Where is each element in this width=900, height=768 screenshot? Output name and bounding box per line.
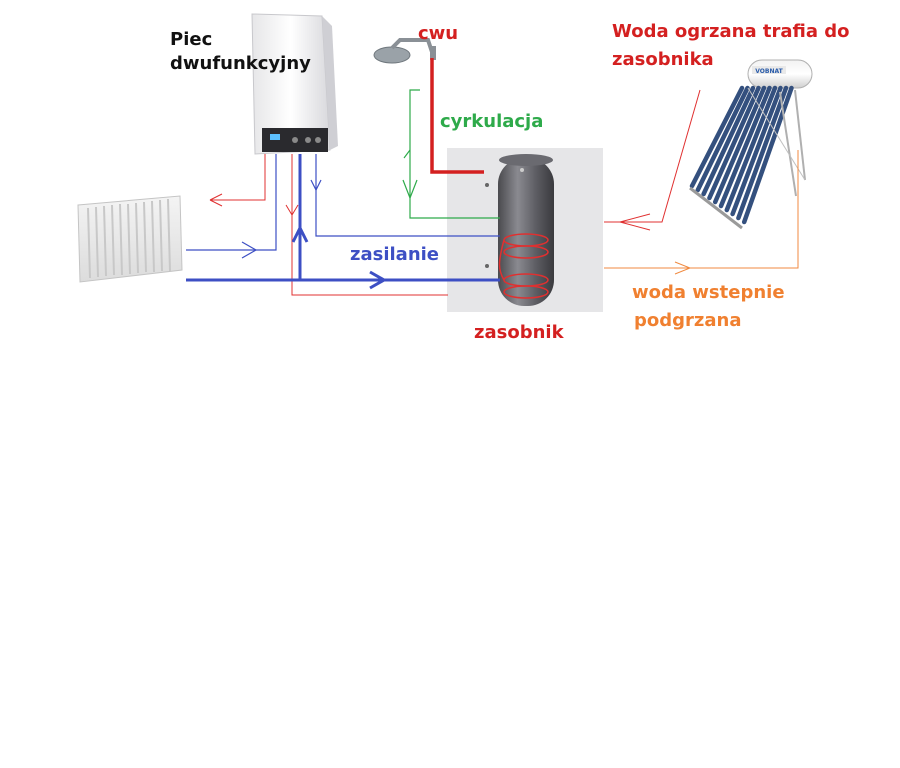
supply-label: zasilanie (350, 244, 440, 265)
solar-collector-image: VOBNAT (689, 59, 813, 230)
solar-tube (689, 85, 745, 189)
solar-note-line-2: zasobnika (612, 49, 714, 70)
boiler-label-line-1: Piec (170, 29, 213, 50)
preheated-label: woda wstepnie podgrzana (632, 281, 785, 333)
tank-label: zasobnik (474, 322, 564, 343)
preheated-label-line-2: podgrzana (634, 310, 742, 331)
tank-heating-coil (498, 233, 549, 299)
shower-head-image (373, 38, 436, 64)
storage-tank-image (447, 148, 603, 312)
preheated-water-pipe (604, 150, 799, 275)
boiler-label: Piec dwufunkcyjny (170, 28, 311, 76)
boiler-image (251, 13, 338, 155)
solar-tube (707, 85, 761, 201)
solar-tube (712, 85, 767, 205)
hot-water-pipes (209, 89, 701, 296)
boiler-label-line-2: dwufunkcyjny (170, 53, 311, 74)
supply-pipes (186, 154, 500, 290)
solar-tube (695, 85, 750, 193)
solar-tube (701, 85, 756, 197)
solar-tube (718, 85, 772, 209)
cwu-pipe (430, 58, 484, 174)
cwu-label: cwu (418, 23, 459, 44)
solar-tube (730, 85, 783, 217)
solar-tube (724, 85, 778, 213)
collector-brand-text: VOBNAT (755, 68, 783, 75)
circulation-label: cyrkulacja (440, 111, 544, 132)
solar-tube (736, 85, 789, 221)
solar-note-label: Woda ogrzana trafia do zasobnika (612, 20, 850, 72)
solar-note-line-1: Woda ogrzana trafia do (612, 21, 850, 42)
circulation-pipe (402, 89, 500, 219)
preheated-label-line-1: woda wstepnie (632, 282, 785, 303)
radiator-image (77, 195, 183, 283)
